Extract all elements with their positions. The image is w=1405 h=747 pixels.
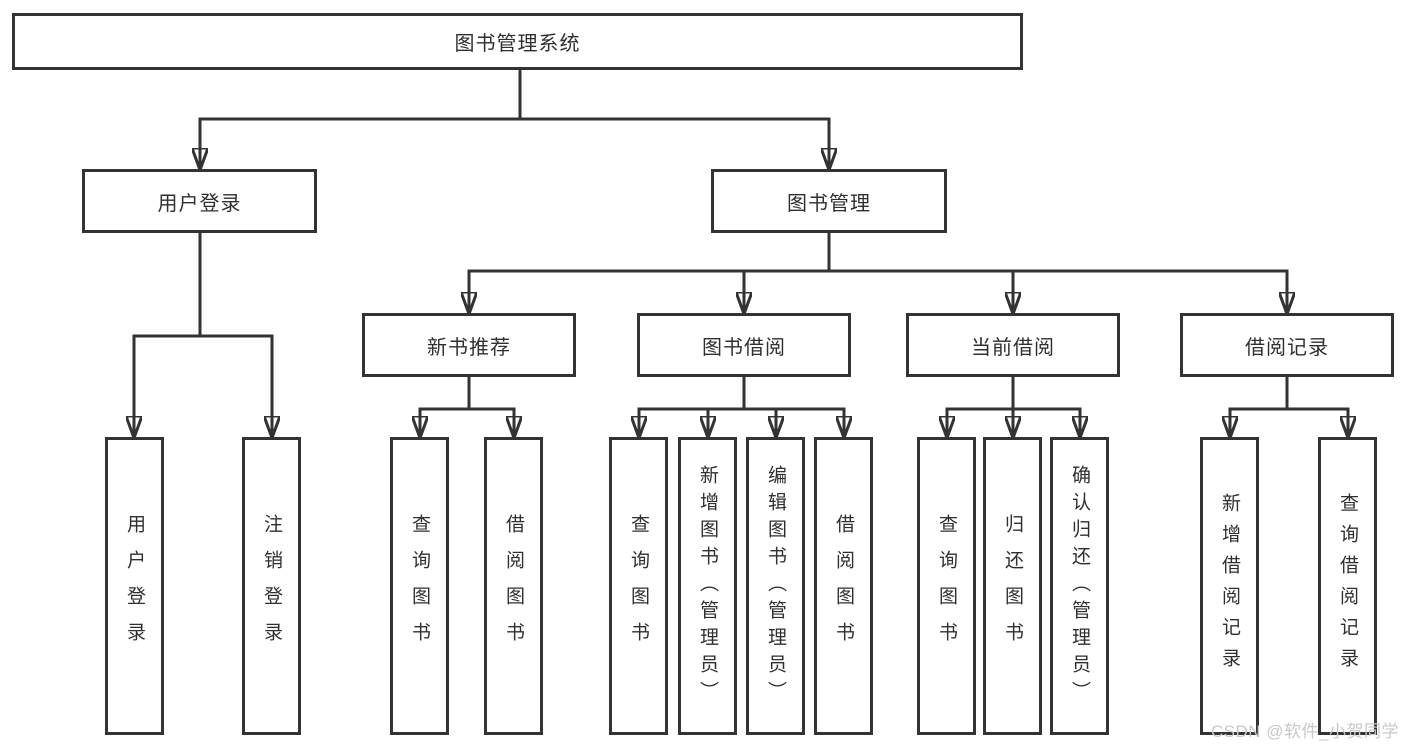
node-label: 编辑图书（管理员） bbox=[765, 464, 786, 708]
node-label: 借阅图书 bbox=[503, 514, 524, 658]
node-borrowing-records: 借阅记录 bbox=[1180, 313, 1394, 377]
node-book-borrowing: 图书借阅 bbox=[637, 313, 851, 377]
node-label: 当前借阅 bbox=[971, 336, 1055, 359]
node-label: 查询图书 bbox=[628, 514, 649, 658]
node-label: 查询图书 bbox=[409, 514, 430, 658]
node-logout: 注销登录 bbox=[242, 437, 301, 735]
node-confirm-return-admin: 确认归还（管理员） bbox=[1050, 437, 1109, 735]
node-label: 查询借阅记录 bbox=[1337, 493, 1358, 679]
node-label: 新增借阅记录 bbox=[1219, 493, 1240, 679]
node-label: 图书管理系统 bbox=[454, 33, 581, 55]
node-query-books: 查询图书 bbox=[917, 437, 976, 735]
node-label: 用户登录 bbox=[157, 192, 242, 215]
node-query-books: 查询图书 bbox=[390, 437, 449, 735]
node-label: 图书管理 bbox=[787, 192, 871, 215]
node-return-book: 归还图书 bbox=[983, 437, 1042, 735]
node-new-book-recommend: 新书推荐 bbox=[362, 313, 576, 377]
node-user-login-group: 用户登录 bbox=[82, 169, 317, 233]
node-label: 新书推荐 bbox=[427, 336, 511, 359]
node-label: 用户登录 bbox=[124, 514, 145, 658]
node-borrow-books: 借阅图书 bbox=[814, 437, 873, 735]
node-library-management-system: 图书管理系统 bbox=[12, 13, 1023, 70]
node-label: 确认归还（管理员） bbox=[1069, 464, 1090, 708]
node-query-borrow-record: 查询借阅记录 bbox=[1318, 437, 1377, 735]
node-label: 注销登录 bbox=[261, 514, 282, 658]
node-label: 借阅图书 bbox=[833, 514, 854, 658]
watermark: CSDN @软件_小贺同学 bbox=[1210, 722, 1399, 741]
node-book-management: 图书管理 bbox=[711, 169, 947, 233]
node-query-books: 查询图书 bbox=[609, 437, 668, 735]
node-label: 新增图书（管理员） bbox=[697, 464, 718, 708]
node-current-borrowing: 当前借阅 bbox=[906, 313, 1120, 377]
node-label: 借阅记录 bbox=[1245, 336, 1329, 359]
node-label: 查询图书 bbox=[936, 514, 957, 658]
node-label: 图书借阅 bbox=[702, 336, 786, 359]
node-add-book-admin: 新增图书（管理员） bbox=[678, 437, 737, 735]
node-label: 归还图书 bbox=[1002, 514, 1023, 658]
node-edit-book-admin: 编辑图书（管理员） bbox=[746, 437, 805, 735]
node-borrow-books: 借阅图书 bbox=[484, 437, 543, 735]
node-add-borrow-record: 新增借阅记录 bbox=[1200, 437, 1259, 735]
node-user-login: 用户登录 bbox=[105, 437, 164, 735]
